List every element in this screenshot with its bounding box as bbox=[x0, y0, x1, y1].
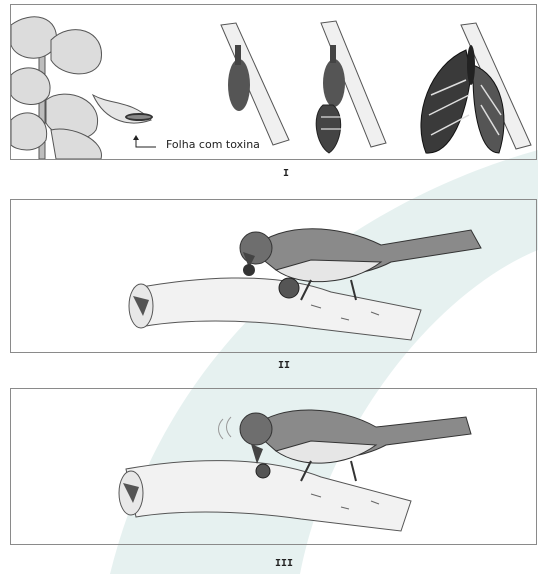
caption-arrow bbox=[136, 137, 156, 147]
panel-label-i: I bbox=[266, 168, 306, 179]
panel-caterpillar-metamorphosis bbox=[10, 4, 537, 160]
adult-butterfly bbox=[421, 23, 531, 153]
plant-with-leaves bbox=[11, 17, 101, 159]
butterfly-rejected bbox=[256, 464, 270, 478]
chrysalis-emerging-butterfly bbox=[316, 21, 386, 153]
panel-label-iii: III bbox=[264, 558, 304, 569]
panel-label-ii: II bbox=[264, 360, 304, 371]
panel-bird-rejecting-butterfly bbox=[10, 388, 537, 545]
tree-branch bbox=[129, 278, 421, 340]
chrysalis-stage-1 bbox=[221, 23, 289, 145]
toxin-leaf-caption: Folha com toxina bbox=[166, 138, 260, 151]
panel-bird-eating-butterfly bbox=[10, 199, 537, 353]
caterpillar-on-leaf bbox=[93, 95, 153, 123]
